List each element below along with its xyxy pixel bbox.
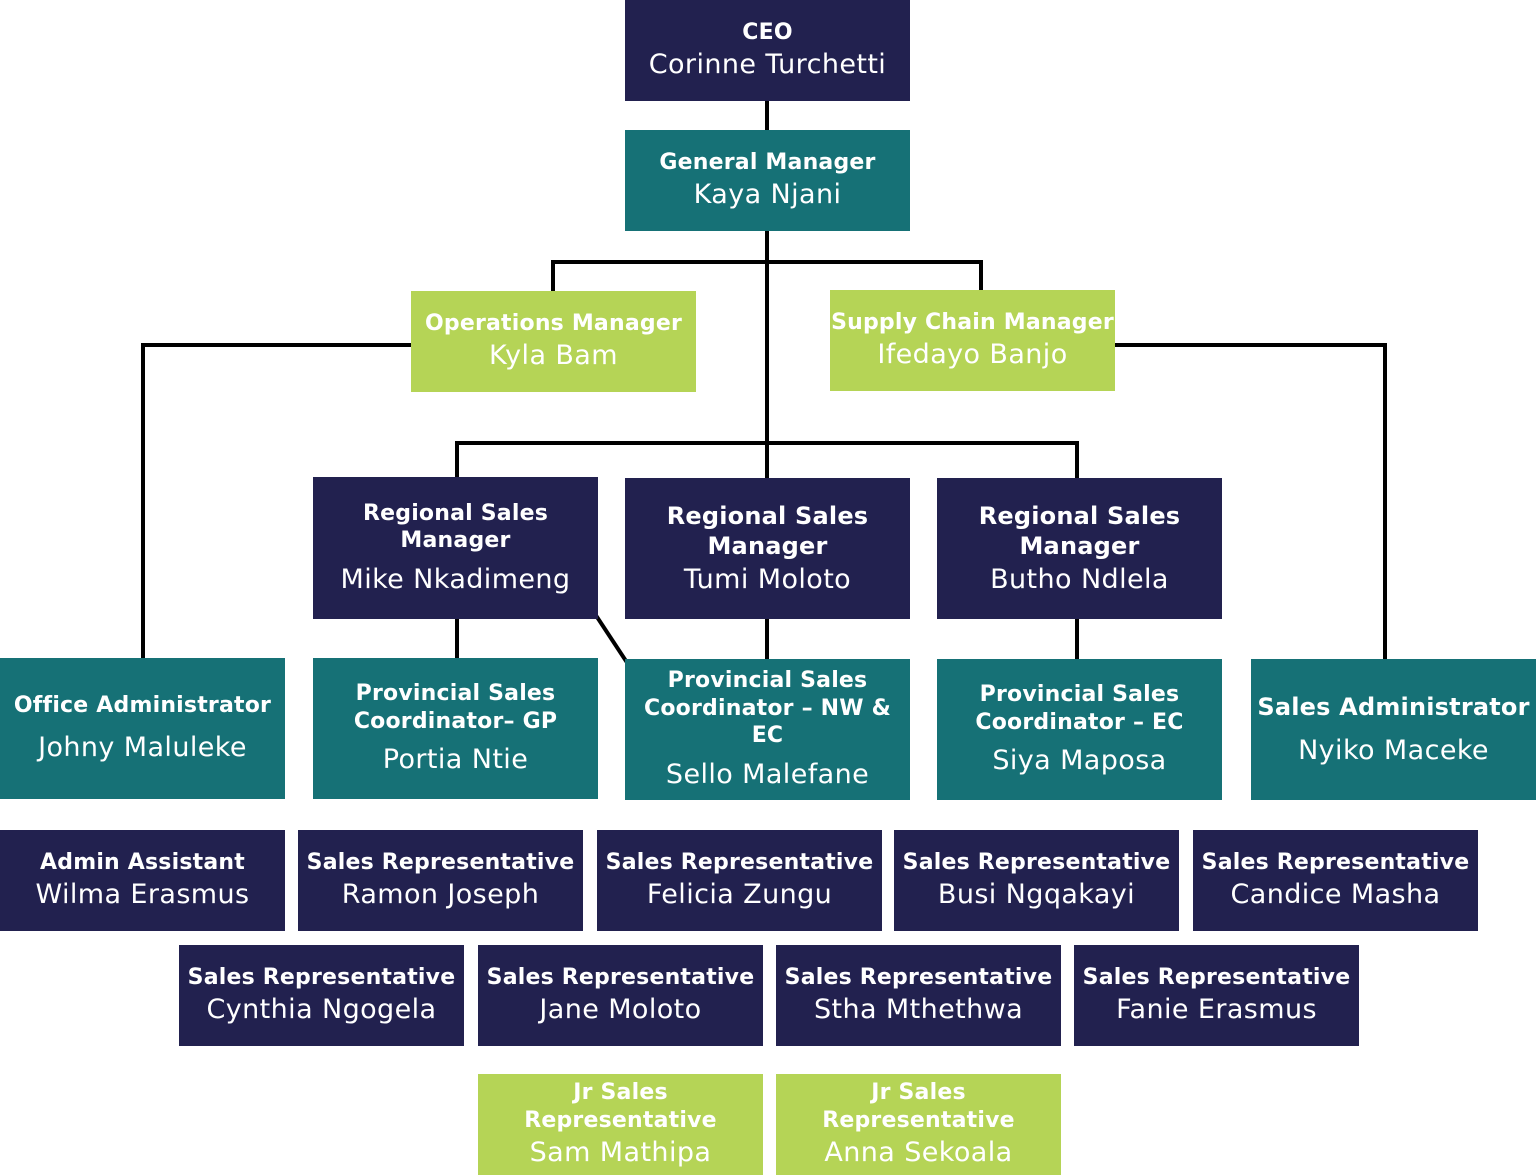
operations-manager-box: Operations Manager Kyla Bam bbox=[411, 291, 696, 392]
role-label: Sales Representative bbox=[902, 849, 1171, 875]
role-label: Sales Representative bbox=[605, 849, 874, 875]
person-name: Johny Maluleke bbox=[38, 732, 247, 764]
sales-representative-box: Sales Representative Cynthia Ngogela bbox=[179, 945, 464, 1046]
person-name: Sam Mathipa bbox=[529, 1137, 712, 1169]
role-label: Admin Assistant bbox=[40, 849, 245, 875]
person-name: Portia Ntie bbox=[382, 744, 529, 776]
role-label: Operations Manager bbox=[424, 310, 683, 336]
person-name: Felicia Zungu bbox=[646, 879, 833, 911]
person-name: Butho Ndlela bbox=[990, 563, 1169, 595]
person-name: Stha Mthethwa bbox=[813, 994, 1024, 1026]
role-label: Sales Administrator bbox=[1257, 692, 1530, 721]
sales-representative-box: Sales Representative Candice Masha bbox=[1193, 830, 1478, 931]
ceo-box: CEO Corinne Turchetti bbox=[625, 0, 910, 101]
sales-representative-box: Sales Representative Busi Ngqakayi bbox=[894, 830, 1179, 931]
role-label: Sales Representative bbox=[187, 964, 456, 990]
office-administrator-box: Office Administrator Johny Maluleke bbox=[0, 658, 285, 799]
person-name: Tumi Moloto bbox=[683, 563, 852, 595]
provincial-sales-coordinator-box: Provincial Sales Coordinator – NW & EC S… bbox=[625, 659, 910, 800]
person-name: Busi Ngqakayi bbox=[937, 879, 1136, 911]
role-label: General Manager bbox=[659, 149, 876, 175]
sales-representative-box: Sales Representative Jane Moloto bbox=[478, 945, 763, 1046]
person-name: Sello Malefane bbox=[665, 758, 870, 790]
person-name: Ifedayo Banjo bbox=[877, 339, 1068, 371]
regional-sales-manager-box: Regional Sales Manager Butho Ndlela bbox=[937, 478, 1222, 619]
connector-rsm1-psc-nw bbox=[594, 614, 629, 664]
person-name: Kyla Bam bbox=[489, 340, 618, 372]
connector-scm-salesadmin bbox=[1113, 343, 1387, 662]
role-label: Sales Representative bbox=[486, 964, 755, 990]
role-label: CEO bbox=[742, 19, 793, 45]
sales-representative-box: Sales Representative Fanie Erasmus bbox=[1074, 945, 1359, 1046]
sales-representative-box: Sales Representative Felicia Zungu bbox=[597, 830, 882, 931]
regional-sales-manager-box: Regional Sales Manager Mike Nkadimeng bbox=[313, 477, 598, 619]
role-label: Supply Chain Manager bbox=[831, 309, 1114, 335]
person-name: Mike Nkadimeng bbox=[340, 563, 571, 595]
person-name: Jane Moloto bbox=[539, 994, 702, 1026]
connector-regional-bar bbox=[455, 441, 1079, 481]
role-label: Regional Sales Manager bbox=[666, 501, 869, 560]
person-name: Cynthia Ngogela bbox=[206, 994, 437, 1026]
sales-representative-box: Sales Representative Stha Mthethwa bbox=[776, 945, 1061, 1046]
role-label: Regional Sales Manager bbox=[978, 501, 1181, 560]
admin-assistant-box: Admin Assistant Wilma Erasmus bbox=[0, 830, 285, 931]
connector-managers-bar bbox=[551, 260, 983, 294]
role-label: Sales Representative bbox=[1201, 849, 1470, 875]
role-label: Jr Sales Representative bbox=[524, 1080, 717, 1133]
role-label: Provincial Sales Coordinator – EC bbox=[975, 682, 1184, 735]
role-label: Sales Representative bbox=[306, 849, 575, 875]
person-name: Candice Masha bbox=[1230, 879, 1441, 911]
person-name: Wilma Erasmus bbox=[35, 879, 250, 911]
sales-representative-box: Sales Representative Ramon Joseph bbox=[298, 830, 583, 931]
role-label: Sales Representative bbox=[1082, 964, 1351, 990]
role-label: Provincial Sales Coordinator– GP bbox=[353, 681, 558, 734]
role-label: Regional Sales Manager bbox=[362, 500, 549, 554]
person-name: Kaya Njani bbox=[693, 179, 842, 211]
role-label: Sales Representative bbox=[784, 964, 1053, 990]
person-name: Fanie Erasmus bbox=[1116, 994, 1317, 1026]
supply-chain-manager-box: Supply Chain Manager Ifedayo Banjo bbox=[830, 290, 1115, 391]
jr-sales-representative-box: Jr Sales Representative Anna Sekoala bbox=[776, 1074, 1061, 1175]
sales-administrator-box: Sales Administrator Nyiko Maceke bbox=[1251, 659, 1536, 800]
person-name: Nyiko Maceke bbox=[1298, 734, 1489, 766]
provincial-sales-coordinator-box: Provincial Sales Coordinator– GP Portia … bbox=[313, 658, 598, 799]
role-label: Office Administrator bbox=[13, 692, 272, 718]
jr-sales-representative-box: Jr Sales Representative Sam Mathipa bbox=[478, 1074, 763, 1175]
provincial-sales-coordinator-box: Provincial Sales Coordinator – EC Siya M… bbox=[937, 659, 1222, 800]
connector-ops-officeadmin bbox=[141, 343, 414, 661]
person-name: Anna Sekoala bbox=[824, 1137, 1013, 1169]
role-label: Provincial Sales Coordinator – NW & EC bbox=[644, 668, 891, 749]
general-manager-box: General Manager Kaya Njani bbox=[625, 130, 910, 231]
person-name: Corinne Turchetti bbox=[648, 49, 887, 81]
role-label: Jr Sales Representative bbox=[822, 1080, 1015, 1133]
regional-sales-manager-box: Regional Sales Manager Tumi Moloto bbox=[625, 478, 910, 619]
person-name: Ramon Joseph bbox=[341, 879, 540, 911]
person-name: Siya Maposa bbox=[992, 745, 1167, 777]
